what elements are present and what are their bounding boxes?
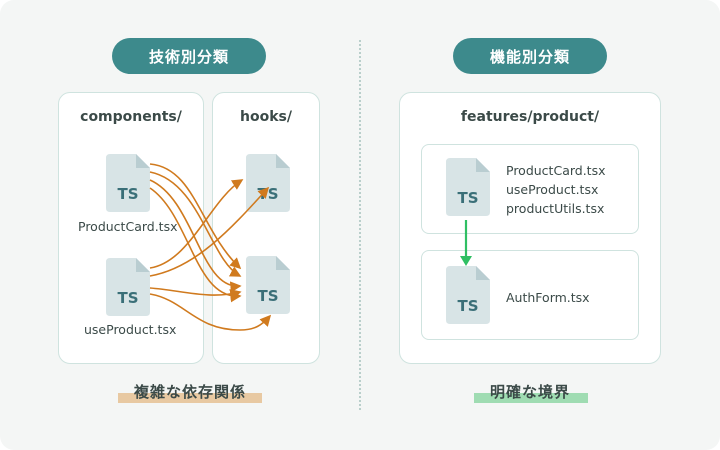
technical-classification-header: 技術別分類 [112, 38, 266, 74]
technical-classification-label: 技術別分類 [148, 47, 229, 66]
productcard-filename: ProductCard.tsx [78, 219, 178, 234]
ts-file-icon: TS [106, 258, 150, 316]
complex-dependency-caption: 複雑な依存関係 [133, 383, 246, 401]
feature-classification-label: 機能別分類 [489, 47, 570, 66]
ts-badge: TS [117, 185, 139, 203]
complex-caption-highlight [118, 393, 262, 403]
features-product-folder-title: features/product/ [460, 109, 600, 125]
productcard-filename: ProductCard.tsx [506, 163, 606, 178]
useproduct-filename: useProduct.tsx [506, 182, 599, 197]
ts-file-icon: TS [246, 256, 290, 314]
hooks-folder-title: hooks/ [240, 109, 292, 125]
ts-file-icon: TS [446, 266, 490, 324]
useproduct-filename: useProduct.tsx [84, 322, 177, 337]
ts-badge: TS [257, 185, 279, 203]
hooks-folder-panel: hooks/ [212, 92, 320, 364]
clear-boundary-caption: 明確な境界 [489, 383, 570, 401]
feature-classification-header: 機能別分類 [453, 38, 607, 74]
ts-file-icon: TS [246, 154, 290, 212]
components-folder-title: components/ [80, 109, 182, 125]
clear-boundary-caption-highlight [474, 393, 588, 403]
ts-badge: TS [257, 287, 279, 305]
authform-filename: AuthForm.tsx [506, 290, 590, 305]
ts-badge: TS [457, 297, 479, 315]
ts-badge: TS [117, 289, 139, 307]
ts-file-icon: TS [446, 158, 490, 216]
ts-file-icon: TS [106, 154, 150, 212]
section-divider [359, 40, 361, 410]
ts-badge: TS [457, 189, 479, 207]
productutils-filename: productUtils.tsx [506, 201, 605, 216]
